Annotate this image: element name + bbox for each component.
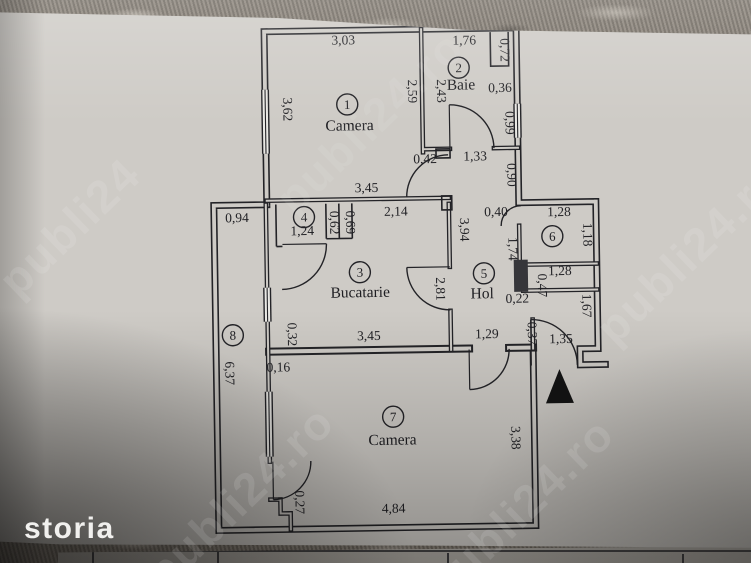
room-number: 4 xyxy=(301,210,308,225)
dimension-label: 1,28 xyxy=(548,263,572,278)
dimension-label: 1,29 xyxy=(475,326,499,341)
dimension-label: 3,45 xyxy=(357,328,381,343)
dimension-label: 0,47 xyxy=(535,273,550,297)
dimension-label: 4,84 xyxy=(382,501,406,516)
dimension-label: 0,40 xyxy=(484,204,508,219)
dimension-label: 0,27 xyxy=(292,490,307,514)
dimension-label: 1,74 xyxy=(505,237,520,261)
dimension-label: 1,67 xyxy=(579,294,594,318)
dimension-label: 0,16 xyxy=(266,359,290,374)
room-number: 7 xyxy=(390,409,397,424)
dimension-label: 0,37 xyxy=(525,322,540,346)
dimension-label: 0,42 xyxy=(413,151,437,166)
room-name-label: Camera xyxy=(325,117,374,135)
dimension-label: 3,62 xyxy=(280,97,295,121)
dimension-label: 3,38 xyxy=(508,426,523,450)
dimension-label: 0,72 xyxy=(497,38,512,62)
dimension-label: 0,90 xyxy=(504,163,519,187)
dimension-label: 0,36 xyxy=(488,80,512,95)
room-name-label: Hol xyxy=(470,285,494,302)
dimension-label: 6,37 xyxy=(222,361,237,385)
room-name-label: Camera xyxy=(368,431,417,449)
room-number: 6 xyxy=(549,229,556,244)
dimension-label: 3,94 xyxy=(457,218,472,242)
dimension-label: 1,28 xyxy=(547,204,571,219)
room-number: 8 xyxy=(229,328,236,343)
dimension-label: 2,81 xyxy=(433,277,448,301)
dimension-label: 2,14 xyxy=(384,203,408,218)
dimension-label: 1,18 xyxy=(580,223,595,247)
room-number: 1 xyxy=(344,97,351,112)
duct-shaft xyxy=(513,259,529,292)
dimension-label: 0,99 xyxy=(502,111,517,135)
dimension-label: 1,35 xyxy=(549,331,573,346)
room-number: 3 xyxy=(357,265,364,280)
dimension-label: 3,03 xyxy=(331,32,355,47)
window xyxy=(263,287,272,322)
dimension-label: 0,69 xyxy=(343,210,358,234)
dimension-label: 0,22 xyxy=(505,291,529,306)
dimension-label: 1,33 xyxy=(463,148,487,163)
dimension-label: 1,76 xyxy=(452,32,476,47)
room-number: 5 xyxy=(481,266,488,281)
storia-logo: storia xyxy=(24,512,115,545)
room-number: 2 xyxy=(455,60,462,75)
room-name-label: Baie xyxy=(447,76,476,93)
dimension-label: 2,59 xyxy=(405,79,420,103)
dimension-label: 0,94 xyxy=(225,210,249,225)
window xyxy=(260,89,271,154)
entrance-arrow xyxy=(545,369,574,404)
dimension-label: 3,45 xyxy=(355,180,379,195)
window xyxy=(264,391,274,457)
walls-composite xyxy=(265,343,538,356)
room-name-label: Bucatarie xyxy=(330,284,390,302)
dimension-label: 0,32 xyxy=(285,322,300,346)
dimension-label: 0,62 xyxy=(327,211,342,235)
